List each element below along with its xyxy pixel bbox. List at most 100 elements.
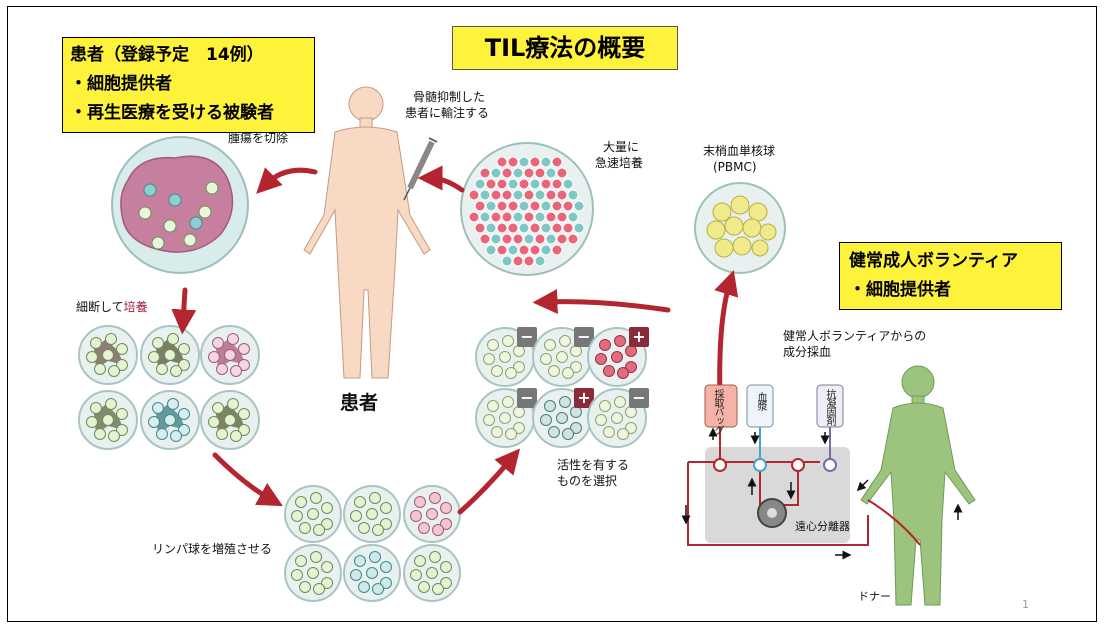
culture-cell: [496, 156, 508, 168]
donor-box-heading: 健常成人ボランティア: [849, 251, 1018, 271]
culture-cell: [518, 178, 530, 190]
culture-cell: [523, 189, 535, 201]
label-centrifuge: 遠心分離器: [795, 520, 850, 533]
culture-cell: [518, 244, 530, 256]
culture-cell: [479, 189, 491, 201]
culture-cell: [518, 156, 530, 168]
culture-cell: [567, 211, 579, 223]
culture-dish: [78, 325, 138, 385]
culture-cell: [534, 233, 546, 245]
mince-culture-dishes: [78, 325, 260, 450]
culture-cell: [512, 189, 524, 201]
donor-box-item: ・細胞提供者: [849, 280, 951, 300]
culture-cell: [573, 200, 585, 212]
patient-info-box: 患者（登録予定 14例） ・細胞提供者 ・再生医療を受ける被験者: [62, 37, 315, 133]
culture-cell: [485, 222, 497, 234]
apheresis-machine: [681, 384, 963, 560]
culture-dish: [403, 544, 461, 602]
culture-cell: [496, 200, 508, 212]
label-plasma-bag: 血漿: [755, 392, 766, 410]
culture-cell: [529, 178, 541, 190]
culture-cell: [501, 211, 513, 223]
culture-cell: [562, 200, 574, 212]
culture-cell: [490, 211, 502, 223]
culture-cell: [490, 189, 502, 201]
title-box: TIL療法の概要: [452, 26, 678, 70]
label-mince-culture: 細断して培養: [76, 300, 148, 314]
label-infusion-line2: 患者に輸注する: [405, 106, 490, 120]
syringe: [403, 137, 438, 201]
culture-cell: [490, 233, 502, 245]
culture-dish: [284, 485, 342, 543]
label-lymph-proliferation: リンパ球を増殖させる: [152, 542, 273, 556]
culture-cell: [507, 222, 519, 234]
label-mass-culture-line2: 急速培養: [595, 156, 644, 170]
culture-cell: [573, 222, 585, 234]
culture-cell: [523, 233, 535, 245]
culture-cell: [529, 156, 541, 168]
culture-cell: [501, 167, 513, 179]
culture-cell: [501, 233, 513, 245]
culture-cell: [551, 156, 563, 168]
sign-label: −: [632, 388, 645, 407]
culture-cell: [562, 178, 574, 190]
plus-sign-icon: [574, 388, 594, 408]
culture-cell: [556, 233, 568, 245]
culture-cell: [551, 222, 563, 234]
label-tumor-excision: 腫瘍を切除: [228, 131, 289, 145]
culture-cell: [474, 222, 486, 234]
label-donor: ドナー: [858, 590, 891, 603]
label-mass-culture-line1: 大量に: [603, 140, 640, 154]
culture-cell: [474, 178, 486, 190]
culture-cell: [479, 167, 491, 179]
donor-info-box: 健常成人ボランティア ・細胞提供者: [839, 242, 1062, 310]
culture-cell: [529, 200, 541, 212]
culture-cell: [556, 211, 568, 223]
tumor-dish: [111, 136, 249, 274]
culture-cell: [485, 200, 497, 212]
culture-cell: [540, 156, 552, 168]
culture-cell: [540, 244, 552, 256]
culture-cell: [551, 178, 563, 190]
minus-sign-icon: [629, 388, 649, 408]
culture-cell: [551, 244, 563, 256]
culture-dish: [403, 485, 461, 543]
culture-cell: [496, 222, 508, 234]
label-anticoagulant-bag: 抗凝固剤: [824, 389, 835, 425]
culture-cell: [468, 211, 480, 223]
donor-figure: [860, 365, 976, 606]
label-collection-bag: 採取バッグ: [712, 389, 723, 434]
sign-label: −: [520, 327, 533, 346]
culture-cell: [490, 167, 502, 179]
culture-cell: [518, 200, 530, 212]
culture-cell: [567, 189, 579, 201]
culture-cell: [523, 211, 535, 223]
culture-cell: [523, 167, 535, 179]
culture-cell: [507, 200, 519, 212]
culture-cell: [556, 167, 568, 179]
culture-dish: [140, 390, 200, 450]
patient-figure: [303, 86, 431, 379]
culture-cell: [485, 244, 497, 256]
culture-cell: [567, 233, 579, 245]
culture-cell: [468, 189, 480, 201]
culture-cell: [540, 200, 552, 212]
culture-cell: [534, 211, 546, 223]
culture-cell: [496, 178, 508, 190]
culture-cell: [512, 167, 524, 179]
culture-cell: [545, 211, 557, 223]
sign-label: −: [577, 327, 590, 346]
culture-cell: [518, 222, 530, 234]
process-arrows: [171, 165, 739, 515]
patient-box-item: ・細胞提供者: [70, 74, 172, 94]
page-title: TIL療法の概要: [484, 34, 646, 62]
mass-culture-dish: [460, 142, 594, 276]
culture-cell: [556, 189, 568, 201]
culture-cell: [545, 167, 557, 179]
patient-box-item: ・再生医療を受ける被験者: [70, 103, 274, 123]
culture-cell: [474, 200, 486, 212]
sign-label: −: [520, 388, 533, 407]
culture-cell: [562, 222, 574, 234]
lymph-proliferation-dishes: [284, 485, 461, 602]
culture-cell: [540, 178, 552, 190]
